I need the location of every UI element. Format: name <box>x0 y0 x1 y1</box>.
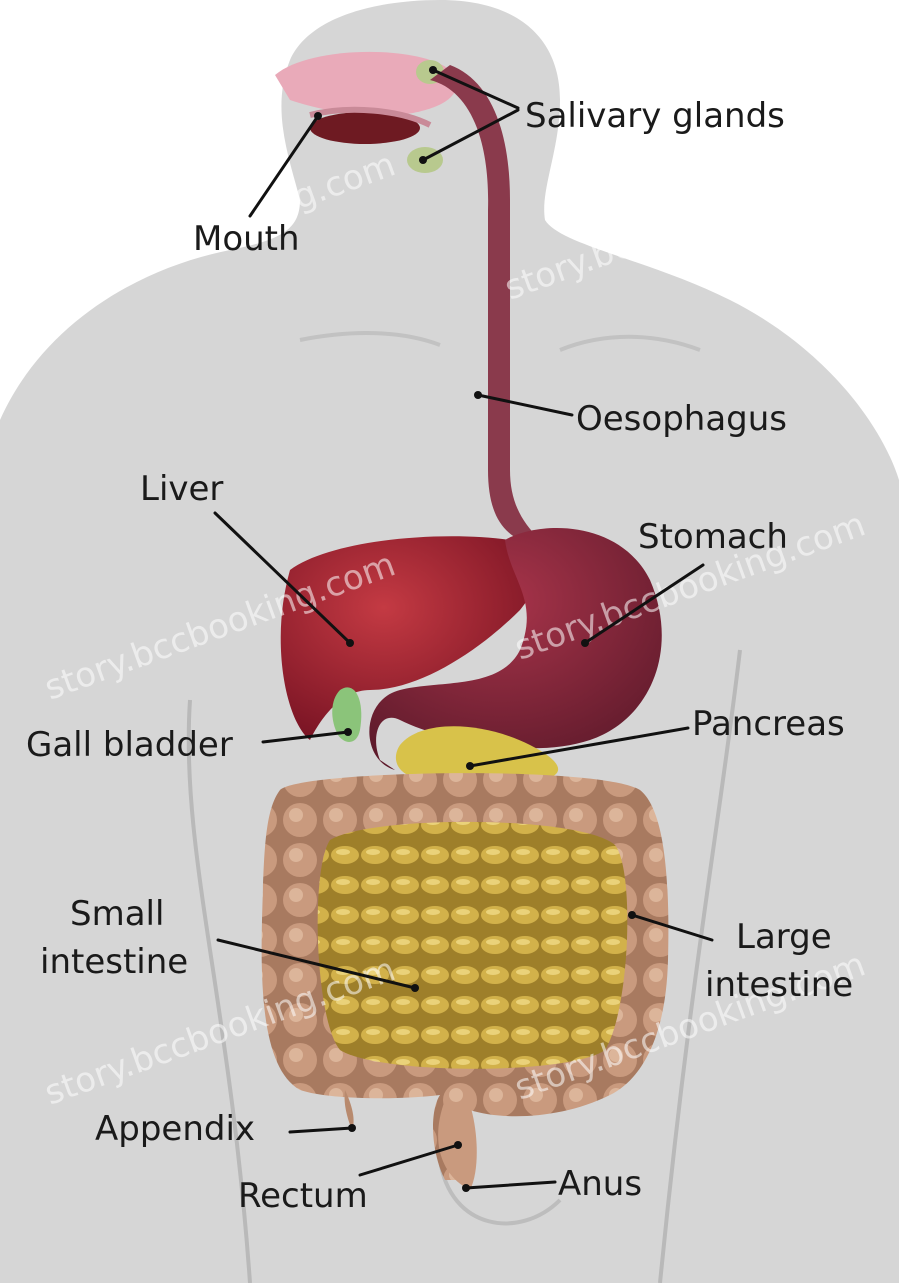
label-stomach: Stomach <box>638 517 788 557</box>
label-oesophagus: Oesophagus <box>576 399 787 439</box>
label-large-intestine-line2: intestine <box>705 965 853 1005</box>
label-pancreas: Pancreas <box>692 704 845 744</box>
label-mouth: Mouth <box>193 219 300 259</box>
label-small-intestine-line2: intestine <box>40 942 188 982</box>
label-gall-bladder: Gall bladder <box>26 725 233 765</box>
small-intestine-organ <box>318 822 628 1069</box>
label-large-intestine-line1: Large <box>736 917 832 957</box>
label-rectum: Rectum <box>238 1176 368 1216</box>
label-small-intestine-line1: Small <box>70 894 164 934</box>
label-liver: Liver <box>140 469 223 509</box>
label-anus: Anus <box>558 1164 642 1204</box>
label-appendix: Appendix <box>95 1109 255 1149</box>
label-salivary-glands: Salivary glands <box>525 96 785 136</box>
